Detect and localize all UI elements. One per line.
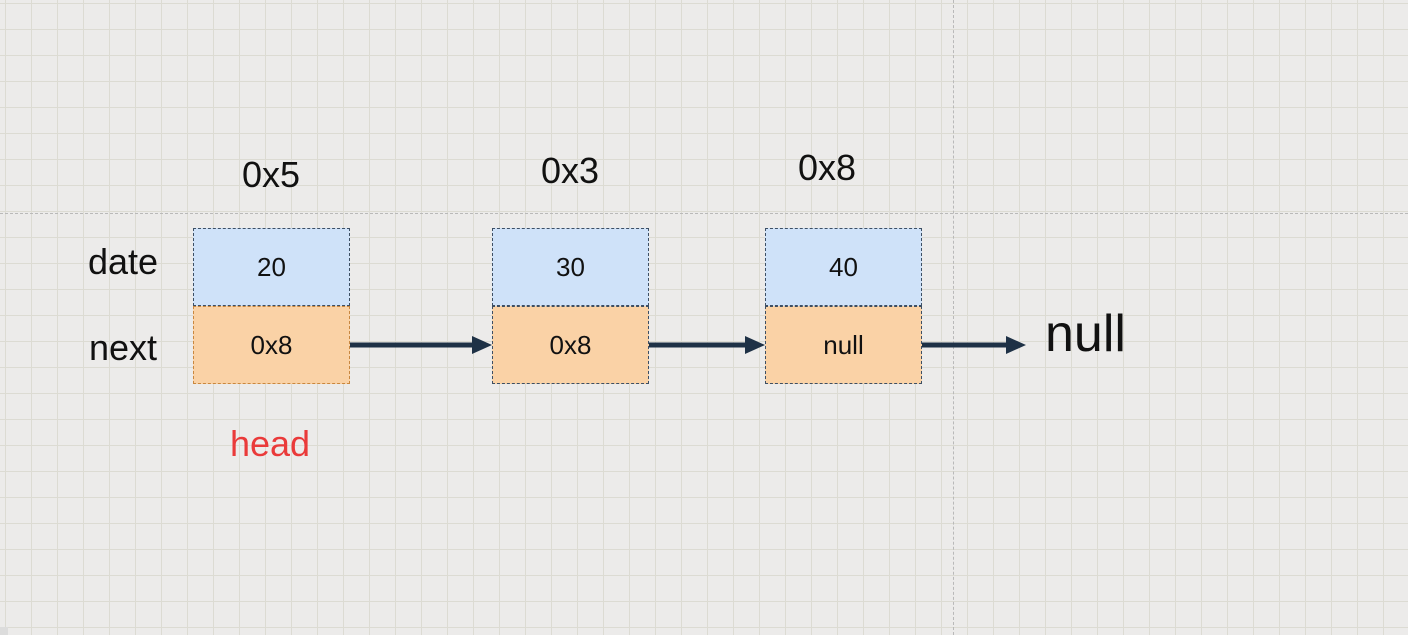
- vertical-guide-line: [953, 0, 954, 635]
- node-2-data-value: 30: [556, 251, 585, 282]
- node-1-data-cell: 20: [193, 228, 350, 306]
- node-2-next-value: 0x8: [549, 329, 592, 360]
- data-row-label: date: [88, 241, 159, 282]
- node-2-next-cell: 0x8: [492, 306, 649, 384]
- node-3-address: 0x8: [797, 147, 857, 188]
- node-3-next-cell: null: [765, 306, 922, 384]
- node-3-next-value: null: [823, 329, 864, 360]
- terminal-null-label: null: [1045, 305, 1126, 363]
- arrow-node-3-to-null: [922, 336, 1026, 354]
- node-1-next-value: 0x8: [250, 329, 293, 360]
- node-1-data-value: 20: [257, 251, 286, 282]
- node-1-next-cell: 0x8: [193, 306, 350, 384]
- next-row-label: next: [89, 327, 158, 368]
- node-2-data-cell: 30: [492, 228, 649, 306]
- head-label: head: [229, 423, 311, 464]
- horizontal-guide-line: [0, 213, 1408, 214]
- corner-mark: [0, 627, 8, 635]
- arrow-node-2-to-node-3: [649, 336, 765, 354]
- node-3-data-value: 40: [829, 251, 858, 282]
- node-2-address: 0x3: [540, 150, 600, 191]
- arrow-node-1-to-node-2: [350, 336, 492, 354]
- node-3-data-cell: 40: [765, 228, 922, 306]
- node-1-address: 0x5: [241, 154, 301, 195]
